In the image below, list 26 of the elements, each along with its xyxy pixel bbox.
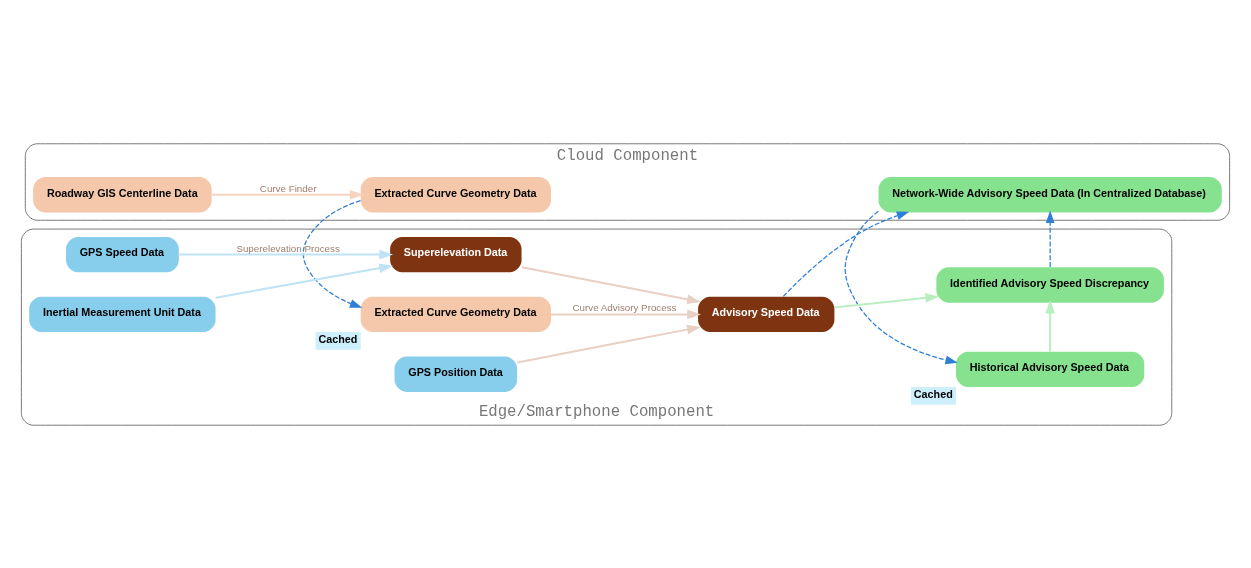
node-box: Superelevation Data xyxy=(390,236,522,272)
node-label: Cached xyxy=(318,332,358,345)
arrow xyxy=(177,249,394,259)
arrow xyxy=(1045,299,1055,353)
node-box: GPS Position Data xyxy=(394,356,518,392)
node-box: Inertial Measurement Unit Data xyxy=(29,296,216,332)
arrow xyxy=(550,309,701,319)
arrow xyxy=(844,210,958,364)
node-box: Roadway GIS Centerline Data xyxy=(33,176,212,212)
node-box: GPS Speed Data xyxy=(66,236,179,272)
arrow xyxy=(520,265,701,304)
arrow xyxy=(210,189,364,200)
node-box: Identified Advisory Speed Discrepancy xyxy=(936,266,1164,303)
node-box: Advisory Speed Data xyxy=(698,296,835,332)
arrow xyxy=(516,324,701,363)
arrow xyxy=(302,199,363,308)
node-box: Network-Wide Advisory Speed Data (In Centralized Database) xyxy=(878,176,1222,212)
edge-label: Curve Finder xyxy=(259,182,317,194)
arrow xyxy=(214,262,393,299)
edge-label: Superelevation Process xyxy=(236,242,340,254)
node-box: Extracted Curve Geometry Data xyxy=(360,176,551,212)
arrow xyxy=(1045,210,1055,268)
node-label: Cached xyxy=(913,387,953,400)
edge-label: Curve Advisory Process xyxy=(572,301,677,313)
arrow xyxy=(782,211,910,297)
arrow xyxy=(833,292,940,308)
